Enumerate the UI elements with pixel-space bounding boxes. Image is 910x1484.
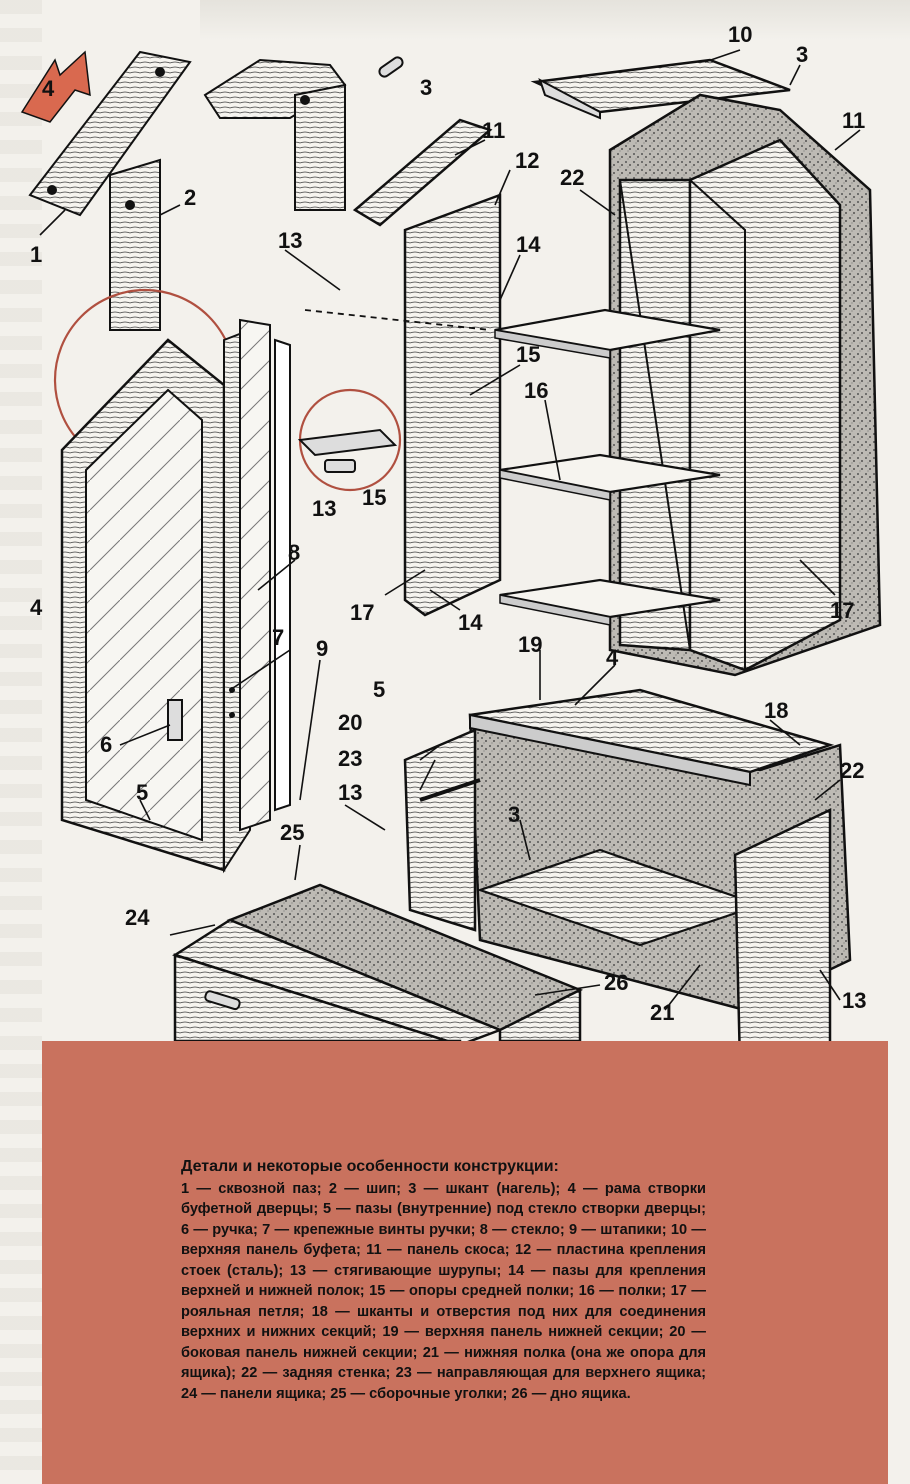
caption-body: 1 — сквозной паз; 2 — шип; 3 — шкант (на…: [181, 1180, 706, 1402]
detail-tenon-pieces: [28, 50, 404, 331]
callout-20: 20: [338, 710, 362, 735]
callout-4-left: 4: [30, 595, 43, 620]
callout-17-right: 17: [830, 598, 854, 623]
background-text-column: [0, 0, 42, 1484]
callout-3-right: 3: [796, 42, 808, 67]
callout-24: 24: [125, 905, 150, 930]
callout-18: 18: [764, 698, 788, 723]
callout-12: 12: [515, 148, 539, 173]
door-frame-assembly: [60, 318, 291, 874]
callout-13-c: 13: [338, 780, 362, 805]
callout-7: 7: [272, 625, 284, 650]
callout-1: 1: [30, 242, 42, 267]
callout-13-b: 13: [312, 496, 336, 521]
callout-4-badge: 4: [42, 76, 55, 101]
callout-labels: 1 2 3 10 3 11 11 12 22 13 14 15 16 15 13…: [30, 22, 866, 1025]
callout-13-a: 13: [278, 228, 302, 253]
callout-14-a: 14: [516, 232, 541, 257]
callout-3-top: 3: [420, 75, 432, 100]
callout-21: 21: [650, 1000, 674, 1025]
figure-number-badge: 4: [20, 50, 91, 123]
callout-22-top: 22: [560, 165, 584, 190]
callout-9: 9: [316, 636, 328, 661]
callout-13-d: 13: [842, 988, 866, 1013]
callout-10: 10: [728, 22, 752, 47]
shelf-side-assembly: [297, 193, 721, 626]
callout-14-b: 14: [458, 610, 483, 635]
top-panels: [352, 58, 791, 227]
callout-15-b: 15: [362, 485, 386, 510]
callout-2: 2: [184, 185, 196, 210]
callout-22-bottom: 22: [840, 758, 864, 783]
drawer-assembly: [172, 883, 584, 1041]
callout-3-bottom: 3: [508, 802, 520, 827]
caption-title: Детали и некоторые особенности конструкц…: [181, 1158, 559, 1175]
callout-16: 16: [524, 378, 548, 403]
callout-8: 8: [288, 540, 300, 565]
callout-25: 25: [280, 820, 304, 845]
callout-23: 23: [338, 746, 362, 771]
callout-17-left: 17: [350, 600, 374, 625]
leader-lines: [39, 49, 861, 1011]
callout-4-mid: 4: [606, 645, 619, 670]
callout-15-a: 15: [516, 342, 540, 367]
upper-cabinet-body: [608, 93, 882, 677]
caption-panel: [42, 1041, 888, 1484]
callout-6: 6: [100, 732, 112, 757]
background-heading-strip: [200, 0, 910, 40]
callout-5-left: 5: [136, 780, 148, 805]
callout-19: 19: [518, 632, 542, 657]
callout-5-mid: 5: [373, 677, 385, 702]
callout-11-right: 11: [842, 108, 865, 133]
callout-11-left: 11: [482, 118, 505, 143]
callout-26: 26: [604, 970, 628, 995]
exploded-cabinet-drawing: 4: [20, 22, 882, 1041]
lower-cabinet-body: [403, 688, 852, 1041]
figure-caption: Детали и некоторые особенности конструкц…: [181, 1157, 706, 1404]
